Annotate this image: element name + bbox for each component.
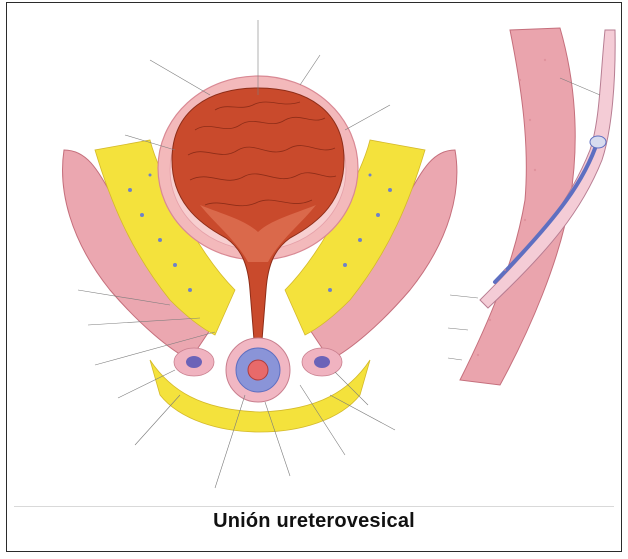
ureter-detail bbox=[448, 28, 615, 385]
left-gland-core bbox=[186, 356, 202, 368]
ureterovesical-illustration bbox=[0, 0, 628, 500]
bladder-wall-strip bbox=[460, 28, 575, 385]
ureteral-orifice bbox=[590, 136, 606, 148]
pelvic-section bbox=[63, 20, 457, 488]
figure-caption: Unión ureterovesical bbox=[0, 510, 628, 533]
urethra-lumen bbox=[248, 360, 268, 380]
right-gland-core bbox=[314, 356, 330, 368]
